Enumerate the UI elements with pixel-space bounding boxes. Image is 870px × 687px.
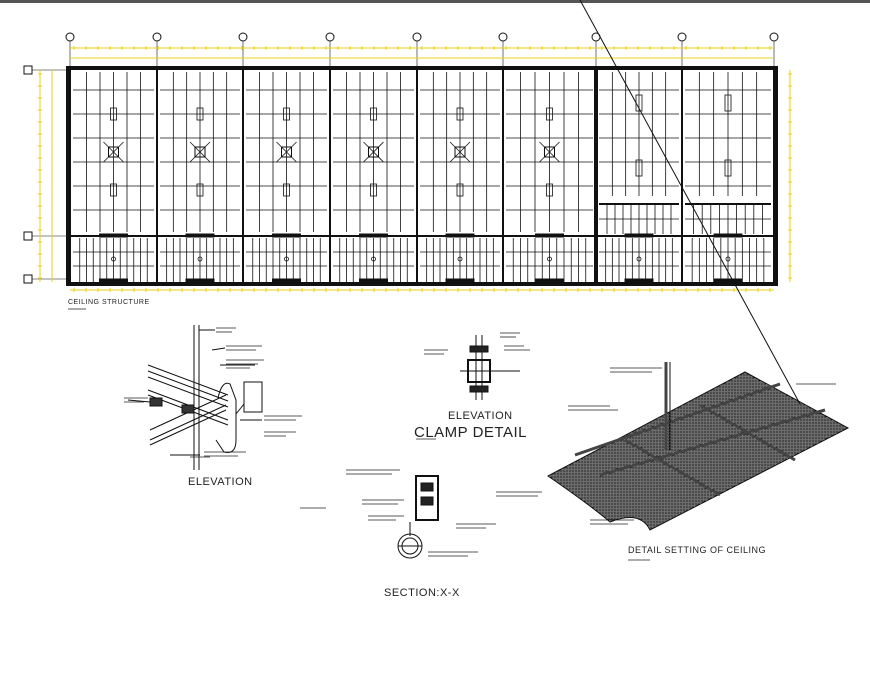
fixture-dot [284,256,289,262]
clamp-detail-title: CLAMP DETAIL [414,424,527,441]
beam-tag [535,278,564,283]
fixture-dot [725,256,731,262]
clamp-elevation-label: ELEVATION [448,410,513,422]
vent-symbol [370,183,377,197]
beam-tag [535,233,564,238]
vent-symbol [635,159,643,177]
light-fixture-line [103,141,124,163]
grid-axis-bubble [498,32,508,42]
grid-axis-bubble [23,231,33,241]
beam-tag [272,278,301,283]
vent-symbol [370,107,377,121]
vent-symbol [724,94,732,112]
light-fixture-line [276,141,297,163]
beam-tag [445,233,475,238]
beam-tag [713,278,743,283]
elevation-detail-drawing [124,325,302,470]
vent-symbol [724,159,732,177]
ceiling-bays [69,70,775,283]
vent-symbol [283,107,290,121]
light-fixture-line [539,141,560,163]
fixture-dot [547,256,552,262]
vent-symbol [110,183,117,197]
beam-tag [624,278,654,283]
beam-tag [359,233,388,238]
vent-symbol [456,183,464,197]
light-fixture [108,146,119,158]
grid-axis-bubble [769,32,779,42]
light-fixture-line [363,141,384,163]
light-fixture-line [449,141,471,163]
plan-outer-frame [66,66,778,286]
vent-symbol [283,183,290,197]
fixture-dot [457,256,463,262]
grid-axis-bubble [325,32,335,42]
beam-tag [99,233,128,238]
light-fixture [281,146,292,158]
light-fixture-line [189,141,211,163]
grid-axis-bubble [152,32,162,42]
ceiling-structure-plan [23,32,792,292]
detail-setting-of-ceiling-label: DETAIL SETTING OF CEILING [628,545,767,555]
vent-symbol [110,107,117,121]
beam-tag [185,278,215,283]
fixture-dot [197,256,203,262]
beam-tag [713,233,743,238]
clamp-detail-drawing [424,332,530,400]
fixture-dot [636,256,642,262]
beam-tag [359,278,388,283]
section-xx-drawing [300,469,496,559]
grid-axis-bubble [23,274,33,284]
top-border [0,0,870,3]
grid-axis-bubble [23,65,33,75]
beam-tag [185,233,215,238]
grid-axis-bubble [677,32,687,42]
vent-symbol [456,107,464,121]
light-fixture [194,146,206,158]
isometric-ceiling-drawing [496,0,850,531]
grid-axis-bubble [65,32,75,42]
light-fixture [368,146,379,158]
ceiling-structure-label: CEILING STRUCTURE [68,299,150,306]
beam-tag [445,278,475,283]
vent-symbol [546,183,553,197]
grid-axis-bubble [412,32,422,42]
grid-axis-bubble [238,32,248,42]
light-fixture [544,146,555,158]
beam-tag [624,233,654,238]
elevation-label: ELEVATION [188,476,253,488]
vent-symbol [196,183,204,197]
fixture-dot [111,256,116,262]
section-xx-label: SECTION:X-X [384,587,460,599]
beam-tag [272,233,301,238]
scale-notes [68,308,650,561]
beam-tag [99,278,128,283]
grid-axis-markers-top [23,32,779,284]
fixture-dot [371,256,376,262]
light-fixture [454,146,466,158]
vent-symbol [196,107,204,121]
vent-symbol [546,107,553,121]
dimension-lines [38,46,792,292]
